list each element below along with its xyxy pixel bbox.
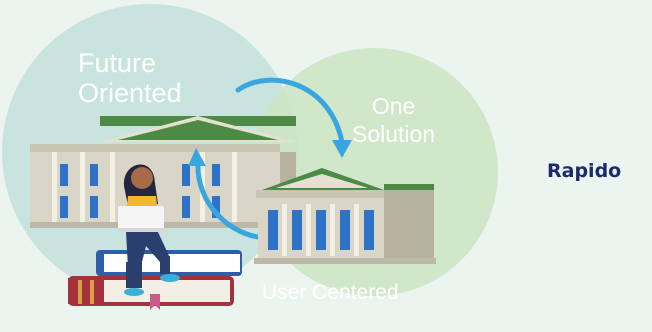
book-stack-icon [68, 250, 242, 310]
user-centered-label: User Centered [262, 281, 399, 304]
one-solution-label: One Solution [352, 92, 435, 148]
solution-label-line2: Solution [352, 121, 436, 147]
cycle-arrows-icon [195, 77, 345, 241]
library-building-icon [254, 168, 436, 264]
student-with-laptop-icon [118, 164, 180, 296]
future-label-line2: Oriented [78, 78, 182, 108]
rapido-text: Rapido [547, 160, 622, 182]
future-oriented-label: Future Oriented [78, 48, 182, 108]
solution-label-line1: One [371, 93, 416, 119]
future-label-line1: Future [78, 48, 157, 78]
